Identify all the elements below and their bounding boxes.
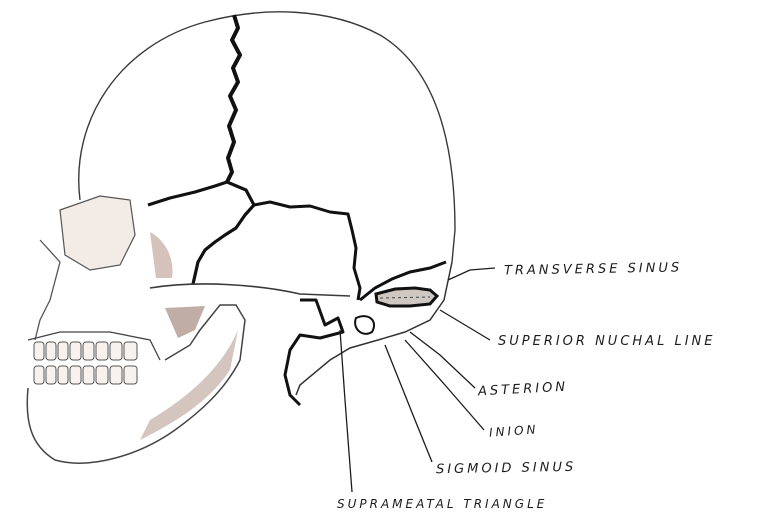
leader-transverse-sinus xyxy=(448,268,495,280)
coronoid-notch xyxy=(165,306,205,338)
label-suprameatal-triangle: SUPRAMEATAL TRIANGLE xyxy=(337,497,547,511)
parietal-suture xyxy=(254,202,360,300)
label-superior-nuchal-line: SUPERIOR NUCHAL LINE xyxy=(498,334,715,349)
zygomatic-arch xyxy=(150,284,350,296)
nasal-region xyxy=(35,240,60,340)
coronal-suture xyxy=(227,15,240,182)
cranium-outline xyxy=(79,12,455,262)
orbit xyxy=(60,196,135,270)
leader-suprameatal-triangle xyxy=(340,330,352,492)
cheek-shading xyxy=(150,232,173,278)
label-sigmoid-sinus: SIGMOID SINUS xyxy=(436,460,576,477)
label-transverse-sinus: TRANSVERSE SINUS xyxy=(504,260,682,278)
teeth xyxy=(34,342,137,384)
leader-asterion xyxy=(410,332,475,388)
leader-superior-nuchal-line xyxy=(440,310,490,340)
mastoid-process xyxy=(285,300,343,405)
